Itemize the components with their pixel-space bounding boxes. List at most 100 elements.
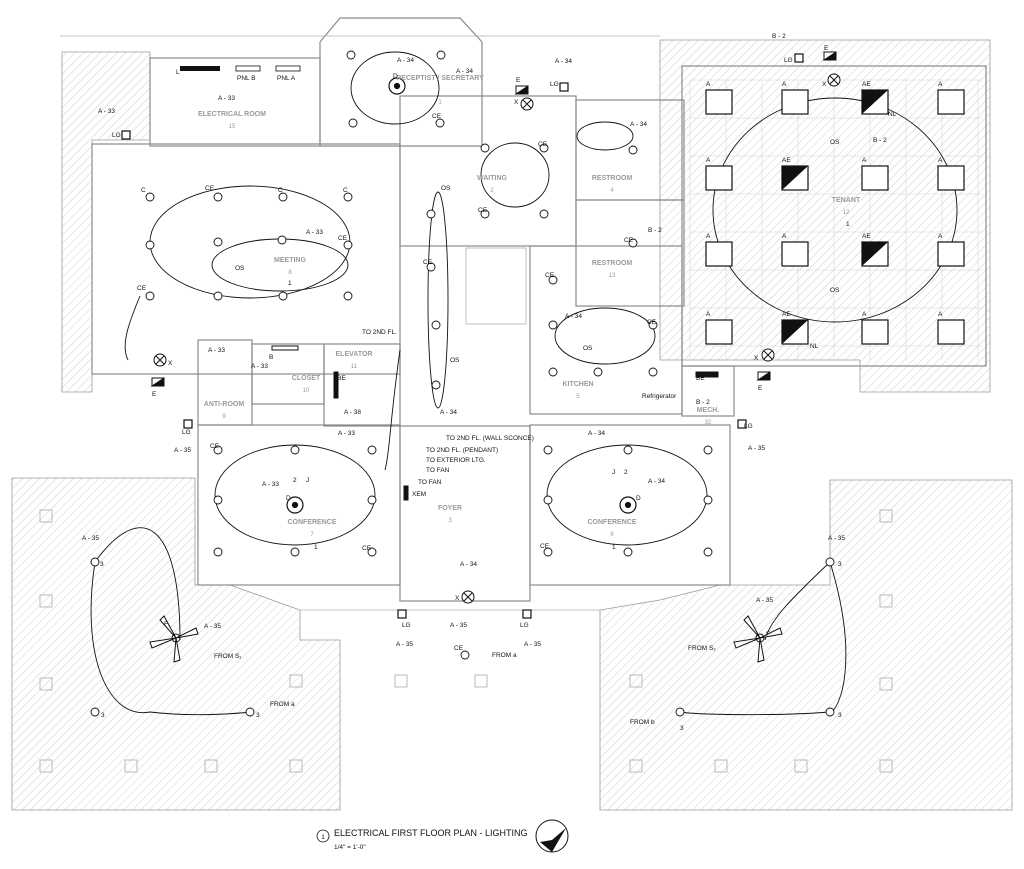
circuit-tag: A - 34: [456, 68, 473, 75]
room-conference-7: CONFERENCE: [287, 519, 336, 526]
fixture-label: E: [824, 45, 829, 52]
fixture-label: E: [152, 391, 157, 398]
fixture-label: LG: [784, 57, 793, 64]
room-meeting: MEETING: [274, 257, 306, 264]
drawing-title-block: 1 ELECTRICAL FIRST FLOOR PLAN - LIGHTING…: [316, 819, 569, 853]
fixture-label: A: [938, 233, 943, 240]
wiring-notes: TO 2ND FL. TO 2ND FL. (WALL SCONCE) TO 2…: [214, 329, 716, 726]
fixture-label: BE: [337, 375, 346, 382]
fixture-label: A: [706, 311, 711, 318]
panel-b: [235, 65, 261, 72]
fixture-label: C: [278, 187, 283, 194]
room-restroom-13: RESTROOM: [592, 260, 633, 267]
fixture-label: CE: [338, 235, 348, 242]
room-number: 13: [609, 273, 616, 279]
room-number: 5: [576, 394, 580, 400]
circuit-tag: B - 2: [772, 33, 786, 40]
note-from-b: FROM b: [630, 719, 655, 726]
room-anti-room: ANTI-ROOM: [204, 401, 245, 408]
room-number: 9: [222, 414, 226, 420]
fixture-label: OS: [450, 357, 460, 364]
fixture-label: A: [782, 233, 787, 240]
fixture-label: 3: [100, 561, 104, 568]
fixture-label: AE: [862, 81, 871, 88]
fixture-label: AE: [862, 233, 871, 240]
lighting-circuit-wiring: [90, 51, 958, 716]
circuit-tag: A - 33: [208, 347, 225, 354]
fixture-label: 1: [314, 544, 318, 551]
room-conference-6: CONFERENCE: [587, 519, 636, 526]
fixture-label: CE: [545, 272, 555, 279]
circuit-tag: A - 33: [262, 481, 279, 488]
fixture-label: B: [269, 354, 273, 361]
view-number: 1: [321, 834, 325, 841]
label-panel-a: PNL A: [277, 75, 296, 82]
room-number: 1: [438, 100, 442, 106]
ceiling-fan-right: [733, 615, 783, 663]
fixture-label: OS: [830, 139, 840, 146]
fixture-label: D: [636, 495, 641, 502]
circuit-tag: A - 34: [648, 478, 665, 485]
fixture-label: CE: [137, 285, 147, 292]
fixture-label: J: [612, 469, 615, 476]
fixture-label: LG: [402, 622, 411, 629]
note-from-s2: FROM S₂: [688, 645, 716, 652]
room-number: 6: [610, 532, 614, 538]
room-number: 7: [310, 532, 314, 538]
note-to-2nd-floor: TO 2ND FL.: [362, 329, 397, 336]
fixture-label: E: [516, 77, 521, 84]
emergency-troffers: [782, 90, 888, 344]
circuit-tag: A - 35: [174, 447, 191, 454]
fixture-label: LG: [520, 622, 529, 629]
room-waiting: WAITING: [477, 175, 507, 182]
ceiling-fan-left: [149, 615, 199, 663]
fixture-label: 3: [838, 712, 842, 719]
circuit-tag: A - 35: [396, 641, 413, 648]
fixture-label: X: [455, 595, 460, 602]
fixture-label: A: [706, 157, 711, 164]
room-number: 10: [303, 388, 310, 394]
fixture-label: A: [706, 81, 711, 88]
fixture-label: A: [706, 233, 711, 240]
fixture-label: 3: [838, 561, 842, 568]
fixture-label: CE: [540, 543, 550, 550]
circuit-tag: A - 33: [251, 363, 268, 370]
fixture-label: CE: [538, 141, 548, 148]
circuit-tag: A - 35: [828, 535, 845, 542]
fixture-label: OS: [235, 265, 245, 272]
fixture-label: AE: [782, 157, 791, 164]
label-panel-b: PNL B: [237, 75, 256, 82]
exit-sign-fixtures: [153, 73, 841, 604]
fixture-label: 1: [612, 544, 616, 551]
fixture-label: 2: [624, 469, 628, 476]
fixture-label: C: [141, 187, 146, 194]
fixture-label: A: [862, 311, 867, 318]
panel-labels: L PNL B PNL A: [176, 69, 296, 82]
circuit-tag: A - 35: [82, 535, 99, 542]
fixture-label: CE: [362, 545, 372, 552]
panel-l: [180, 66, 220, 71]
circuit-tag: A - 38: [344, 409, 361, 416]
fixture-label: CE: [478, 207, 488, 214]
fixture-label: 1: [288, 280, 292, 287]
fixture-label: CE: [647, 319, 657, 326]
fixture-label: CE: [624, 237, 634, 244]
fixture-label: F: [164, 621, 168, 628]
fixture-label: X: [514, 99, 519, 106]
building-walls: [60, 17, 987, 611]
circuit-tags: A - 33 A - 33 A - 34 A - 34 A - 34 B - 2…: [82, 33, 887, 648]
fixture-label: CE: [454, 645, 464, 652]
panel-a: [275, 65, 301, 72]
electrical-panels: [180, 65, 301, 72]
circuit-tag: A - 34: [397, 57, 414, 64]
note-from-a: FROM a: [270, 701, 295, 708]
fixture-label: AE: [782, 311, 791, 318]
room-labels: ELECTRICAL ROOM 1 5 RECEPTIST / SECRETARY…: [198, 75, 861, 538]
circuit-tag: A - 35: [450, 622, 467, 629]
emergency-units: [150, 51, 837, 501]
pendant-fixtures: [286, 77, 637, 514]
room-electrical-room: ELECTRICAL ROOM: [198, 111, 266, 118]
fixture-label: D: [286, 495, 291, 502]
room-receptionist: RECEPTIST / SECRETARY: [396, 75, 484, 82]
fixture-label: 3: [101, 712, 105, 719]
